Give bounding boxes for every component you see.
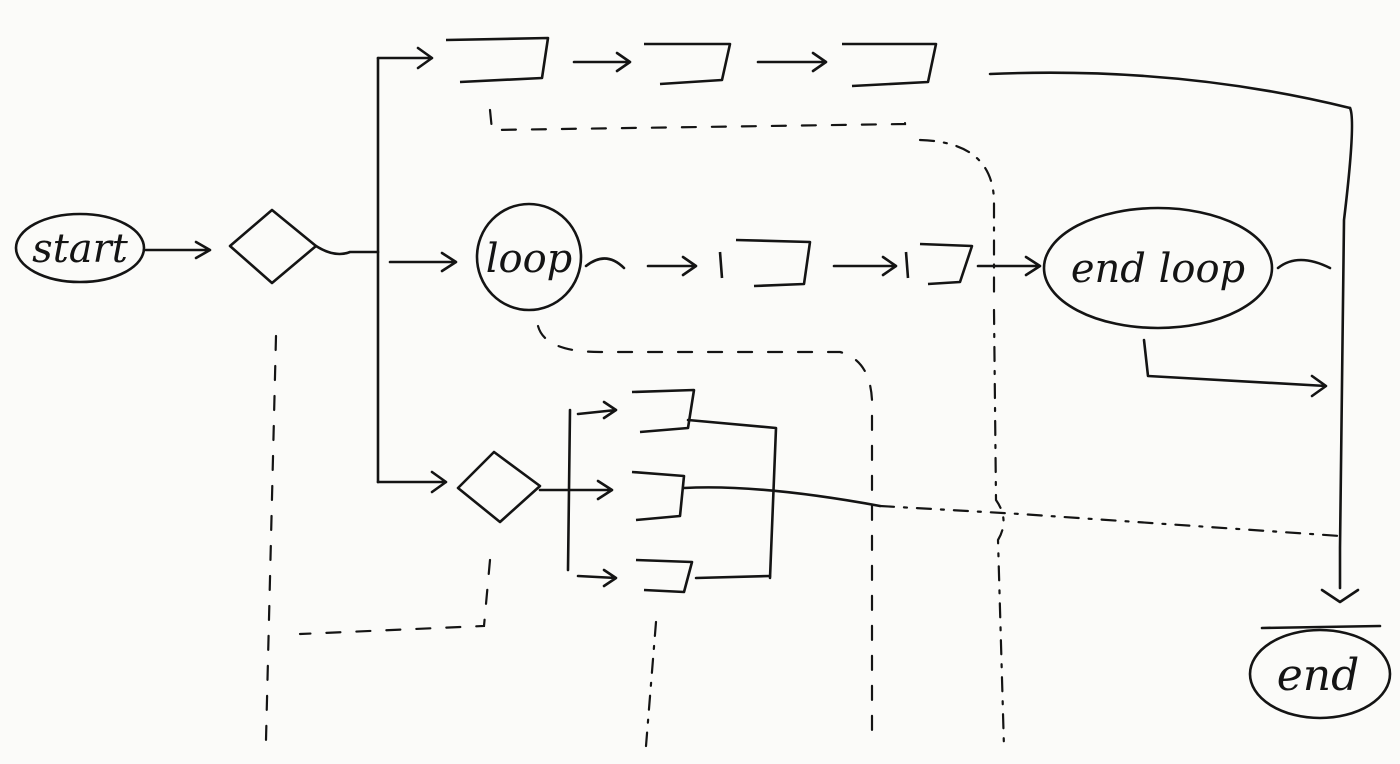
dashed-right-down [992,308,1006,750]
loop-label: loop [486,236,573,282]
parallel-join-bar [686,418,778,580]
process-box-top-3[interactable] [842,42,938,88]
dashed-main-return [264,334,278,742]
process-box-top-1[interactable] [445,36,550,84]
dashed-loop-top [488,106,907,132]
decision-diamond-main[interactable] [228,208,318,285]
connector-parallel-bottom-out [694,574,772,580]
arrow-diamond-to-split [538,479,614,501]
arrow-start-to-decision [144,240,212,260]
arrow-parallel-bottom [576,568,618,588]
dashed-loop-middle [536,324,874,742]
arrow-top-2-3 [756,51,828,73]
process-box-parallel-top[interactable] [631,388,696,434]
process-box-parallel-mid[interactable] [631,470,686,522]
arrow-loop-1-2 [832,255,898,277]
arrow-top-1-2 [572,51,632,73]
end-node[interactable]: end [1248,628,1392,720]
dashed-parallel-to-end [878,504,1342,538]
arrow-to-end [1320,588,1360,604]
end-loop-node[interactable]: end loop [1042,206,1274,330]
arrow-parallel-top [576,400,618,420]
decision-diamond-parallel[interactable] [456,450,542,524]
arrow-branch-top [376,46,434,70]
start-label: start [32,226,129,272]
arrow-branch-loop [388,251,458,273]
arrow-loop-to-step1 [584,255,698,277]
connector-endloop-out [1276,258,1332,270]
process-box-parallel-bottom[interactable] [635,558,694,594]
end-label: end [1277,650,1360,701]
dashed-loop-top-down [918,138,996,302]
arrow-endloop-to-right [1142,338,1328,398]
connector-parallel-mid [682,486,882,508]
arrow-loop-to-endloop [976,255,1042,277]
start-node[interactable]: start [14,212,146,284]
arrow-branch-bottom [376,470,448,494]
process-box-top-2[interactable] [644,42,732,86]
end-node-topline [1260,624,1382,630]
dashed-parallel-down [644,620,658,748]
parallel-split-bar [566,408,572,572]
end-loop-label: end loop [1071,246,1245,292]
end-trunk [1338,106,1354,590]
dashed-parallel-return [298,558,492,636]
process-box-loop-1[interactable] [718,238,812,288]
loop-node[interactable]: loop [475,202,583,312]
connector-decision-to-branch [314,244,380,256]
process-box-loop-2[interactable] [904,242,974,286]
connector-top-to-end [988,71,1352,110]
